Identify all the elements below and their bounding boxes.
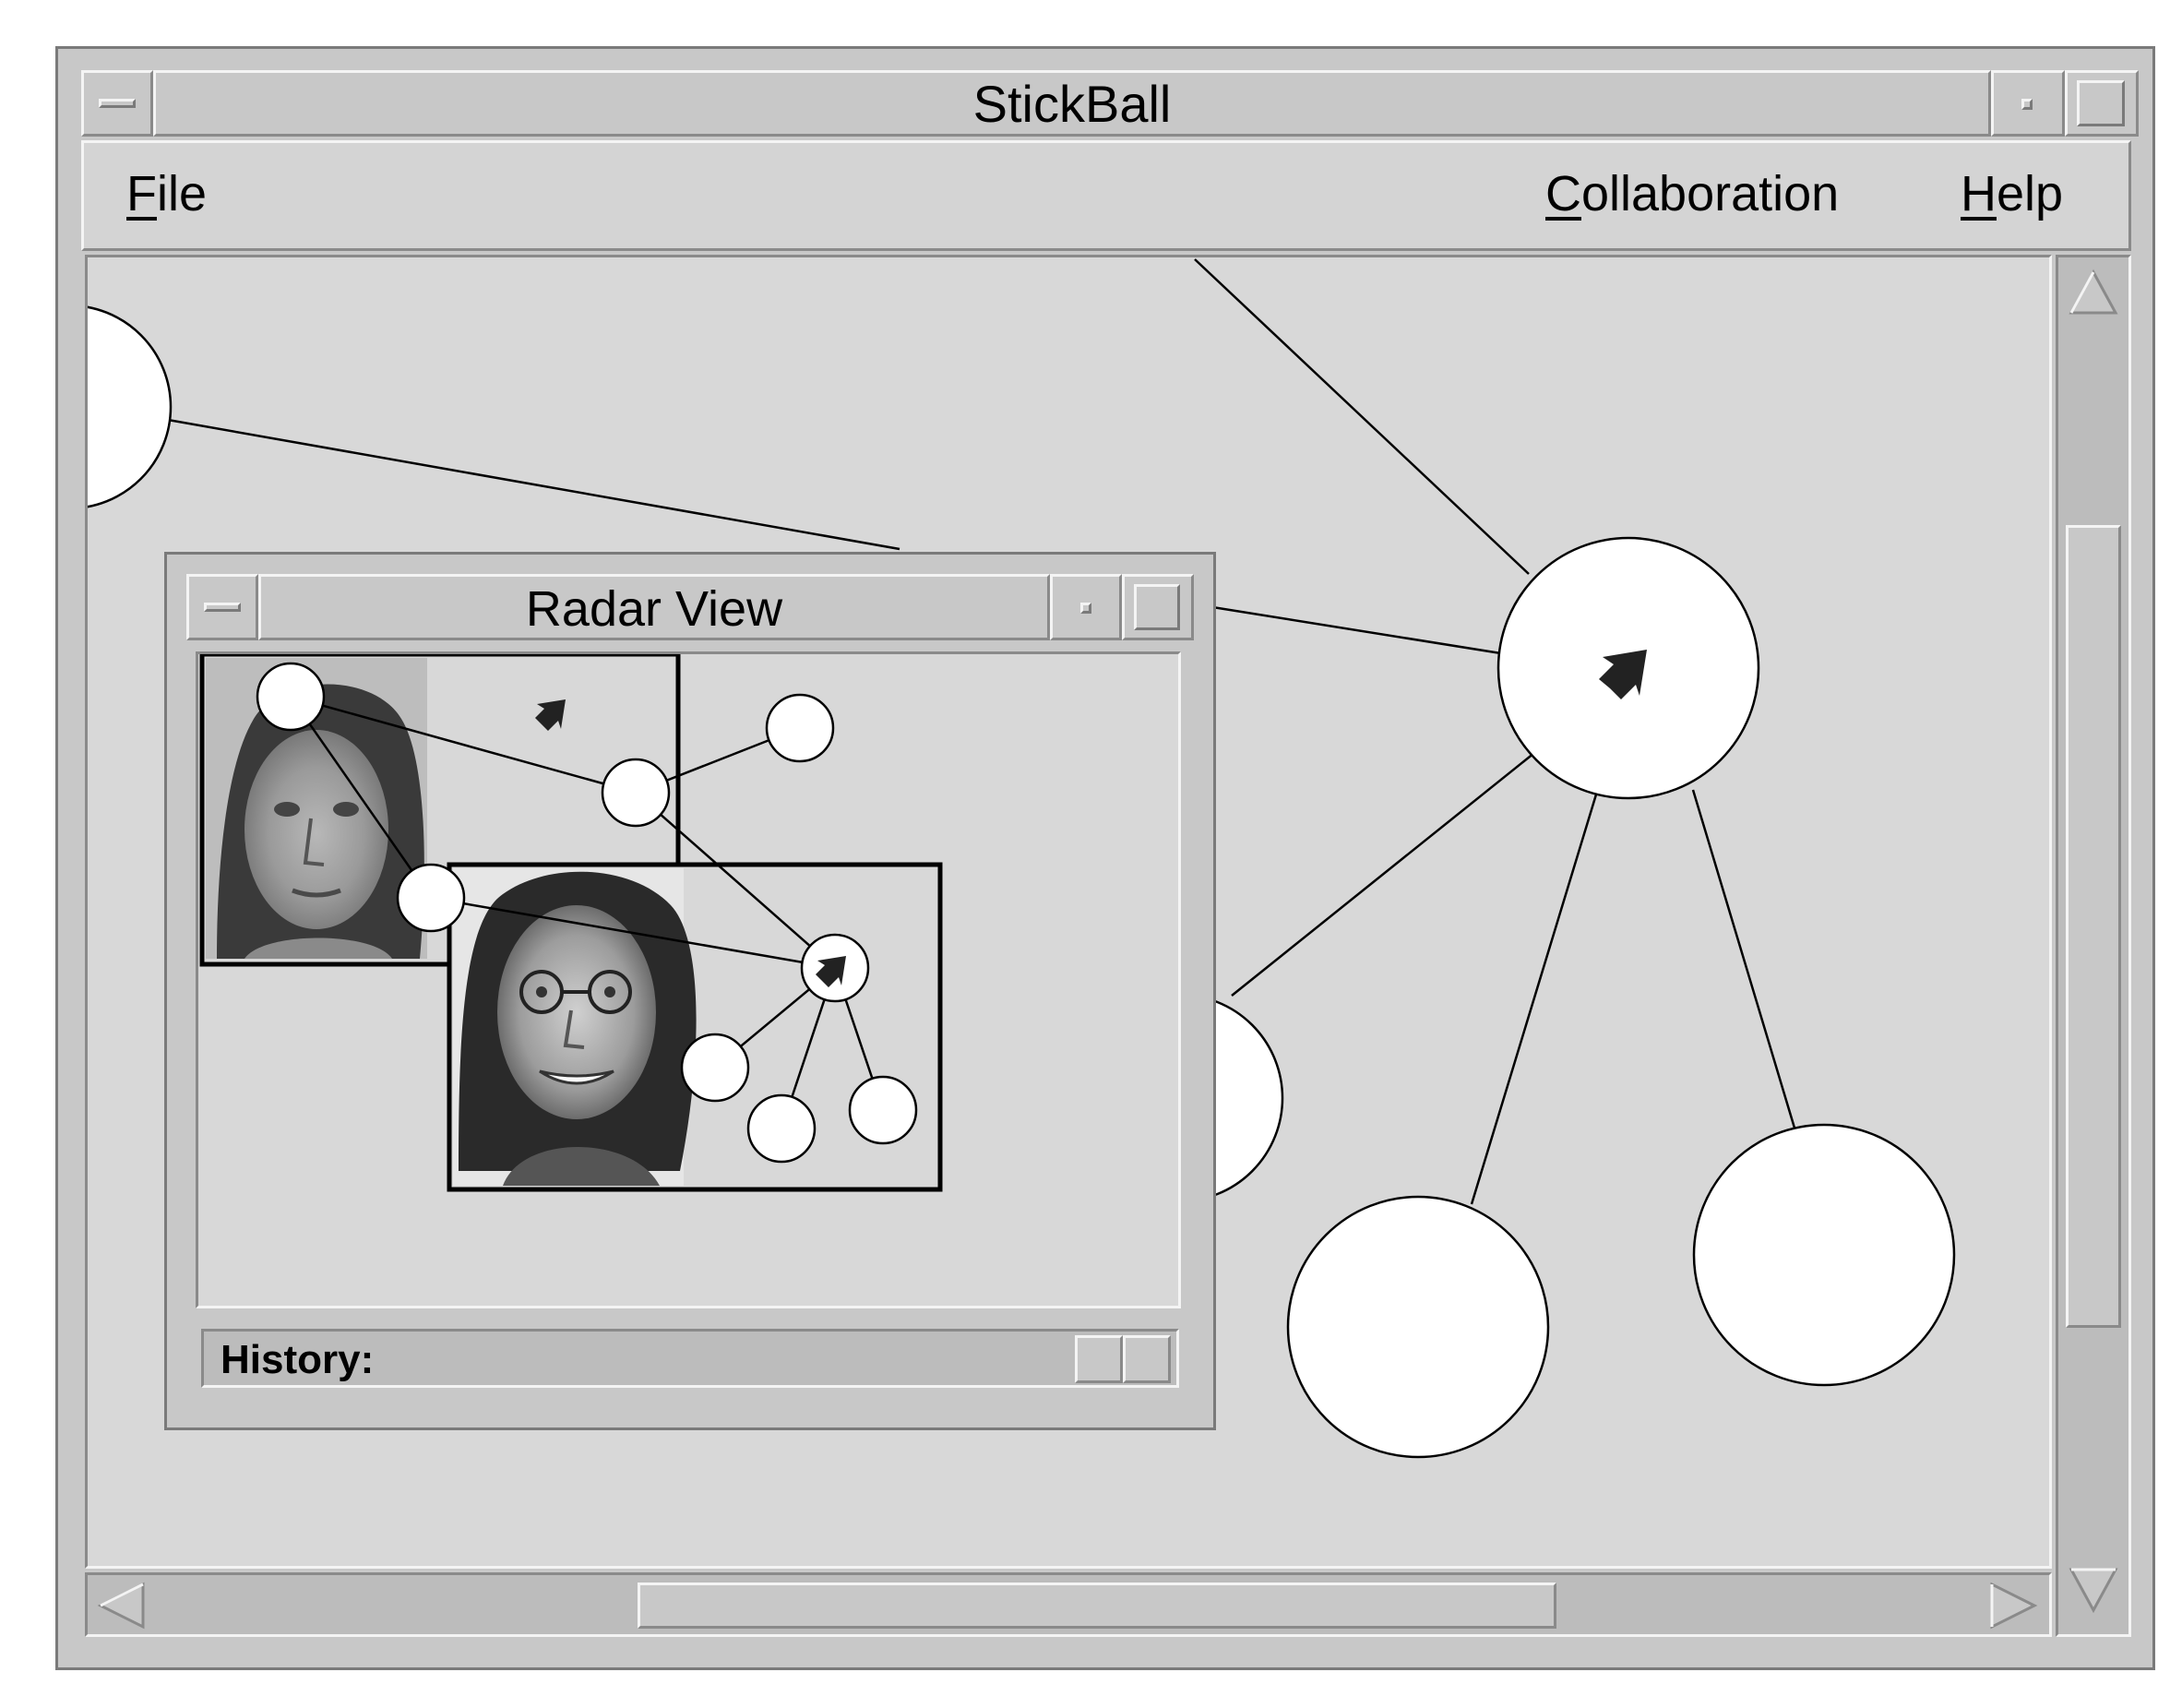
menu-bar: File Collaboration Help: [81, 140, 2131, 251]
graph-edge: [1194, 258, 1530, 575]
radar-maximize-button[interactable]: [1122, 574, 1194, 640]
window-menu-button[interactable]: [81, 70, 153, 137]
history-bar[interactable]: History:: [201, 1329, 1179, 1388]
arrow-pointer-icon: [816, 956, 846, 987]
radar-node[interactable]: [848, 1075, 918, 1145]
history-forward-button[interactable]: [1123, 1335, 1171, 1383]
vertical-scrollbar[interactable]: [2056, 255, 2131, 1637]
graph-node[interactable]: [88, 305, 173, 508]
graph-edge: [1206, 604, 1508, 656]
collaborator-photo-2: [453, 868, 697, 1186]
radar-title: Radar View: [525, 581, 783, 637]
radar-node[interactable]: [765, 693, 835, 763]
radar-canvas[interactable]: [198, 654, 1178, 1306]
window-title-bar[interactable]: StickBall: [153, 70, 1991, 137]
menu-collaboration-label: ollaboration: [1581, 166, 1840, 221]
graph-edge: [136, 412, 900, 551]
triangle-up-icon[interactable]: [2068, 267, 2119, 318]
history-label: History:: [221, 1337, 375, 1382]
menu-help-label: elp: [1997, 166, 2064, 221]
radar-title-bar[interactable]: Radar View: [258, 574, 1050, 640]
graph-node[interactable]: [1286, 1195, 1550, 1459]
graph-edge: [1231, 752, 1535, 997]
radar-iconify-button[interactable]: [1050, 574, 1122, 640]
triangle-right-icon[interactable]: [1988, 1581, 2040, 1630]
radar-node[interactable]: [746, 1093, 817, 1164]
window-title: StickBall: [972, 75, 1172, 133]
horizontal-scrollbar[interactable]: [85, 1572, 2052, 1637]
radar-window-menu-button[interactable]: [186, 574, 258, 640]
radar-node[interactable]: [256, 662, 326, 732]
graph-edge: [1691, 789, 1798, 1135]
radar-edge: [635, 792, 836, 969]
menu-collaboration[interactable]: Collaboration: [1545, 165, 1839, 222]
history-back-button[interactable]: [1075, 1335, 1123, 1383]
menu-file-label: ile: [157, 166, 208, 221]
window-menu-icon: [204, 603, 241, 612]
arrow-pointer-icon: [535, 699, 566, 731]
graph-node[interactable]: [1692, 1123, 1956, 1387]
menu-file[interactable]: File: [126, 165, 207, 222]
horizontal-scroll-thumb[interactable]: [638, 1583, 1556, 1629]
radar-node[interactable]: [680, 1033, 750, 1103]
collaborator-viewport-1[interactable]: [199, 654, 681, 967]
radar-edge: [289, 696, 433, 899]
maximize-icon: [2077, 80, 2125, 126]
iconify-icon: [2021, 99, 2033, 110]
arrow-pointer-icon: [1599, 650, 1647, 699]
iconify-icon: [1080, 603, 1091, 614]
radar-edge: [290, 695, 637, 794]
triangle-left-icon[interactable]: [95, 1581, 147, 1630]
graph-edge: [1470, 794, 1598, 1205]
vertical-scroll-thumb[interactable]: [2066, 525, 2121, 1328]
triangle-down-icon[interactable]: [2068, 1564, 2119, 1616]
iconify-button[interactable]: [1991, 70, 2065, 137]
maximize-icon: [1134, 584, 1180, 630]
menu-help[interactable]: Help: [1961, 165, 2063, 222]
menu-help-mnemonic: H: [1961, 166, 1997, 221]
radar-node[interactable]: [601, 758, 671, 828]
menu-file-mnemonic: F: [126, 166, 157, 221]
radar-node[interactable]: [396, 863, 466, 933]
window-menu-icon: [99, 99, 136, 108]
radar-edge: [430, 896, 836, 970]
menu-collaboration-mnemonic: C: [1545, 166, 1581, 221]
maximize-button[interactable]: [2065, 70, 2139, 137]
